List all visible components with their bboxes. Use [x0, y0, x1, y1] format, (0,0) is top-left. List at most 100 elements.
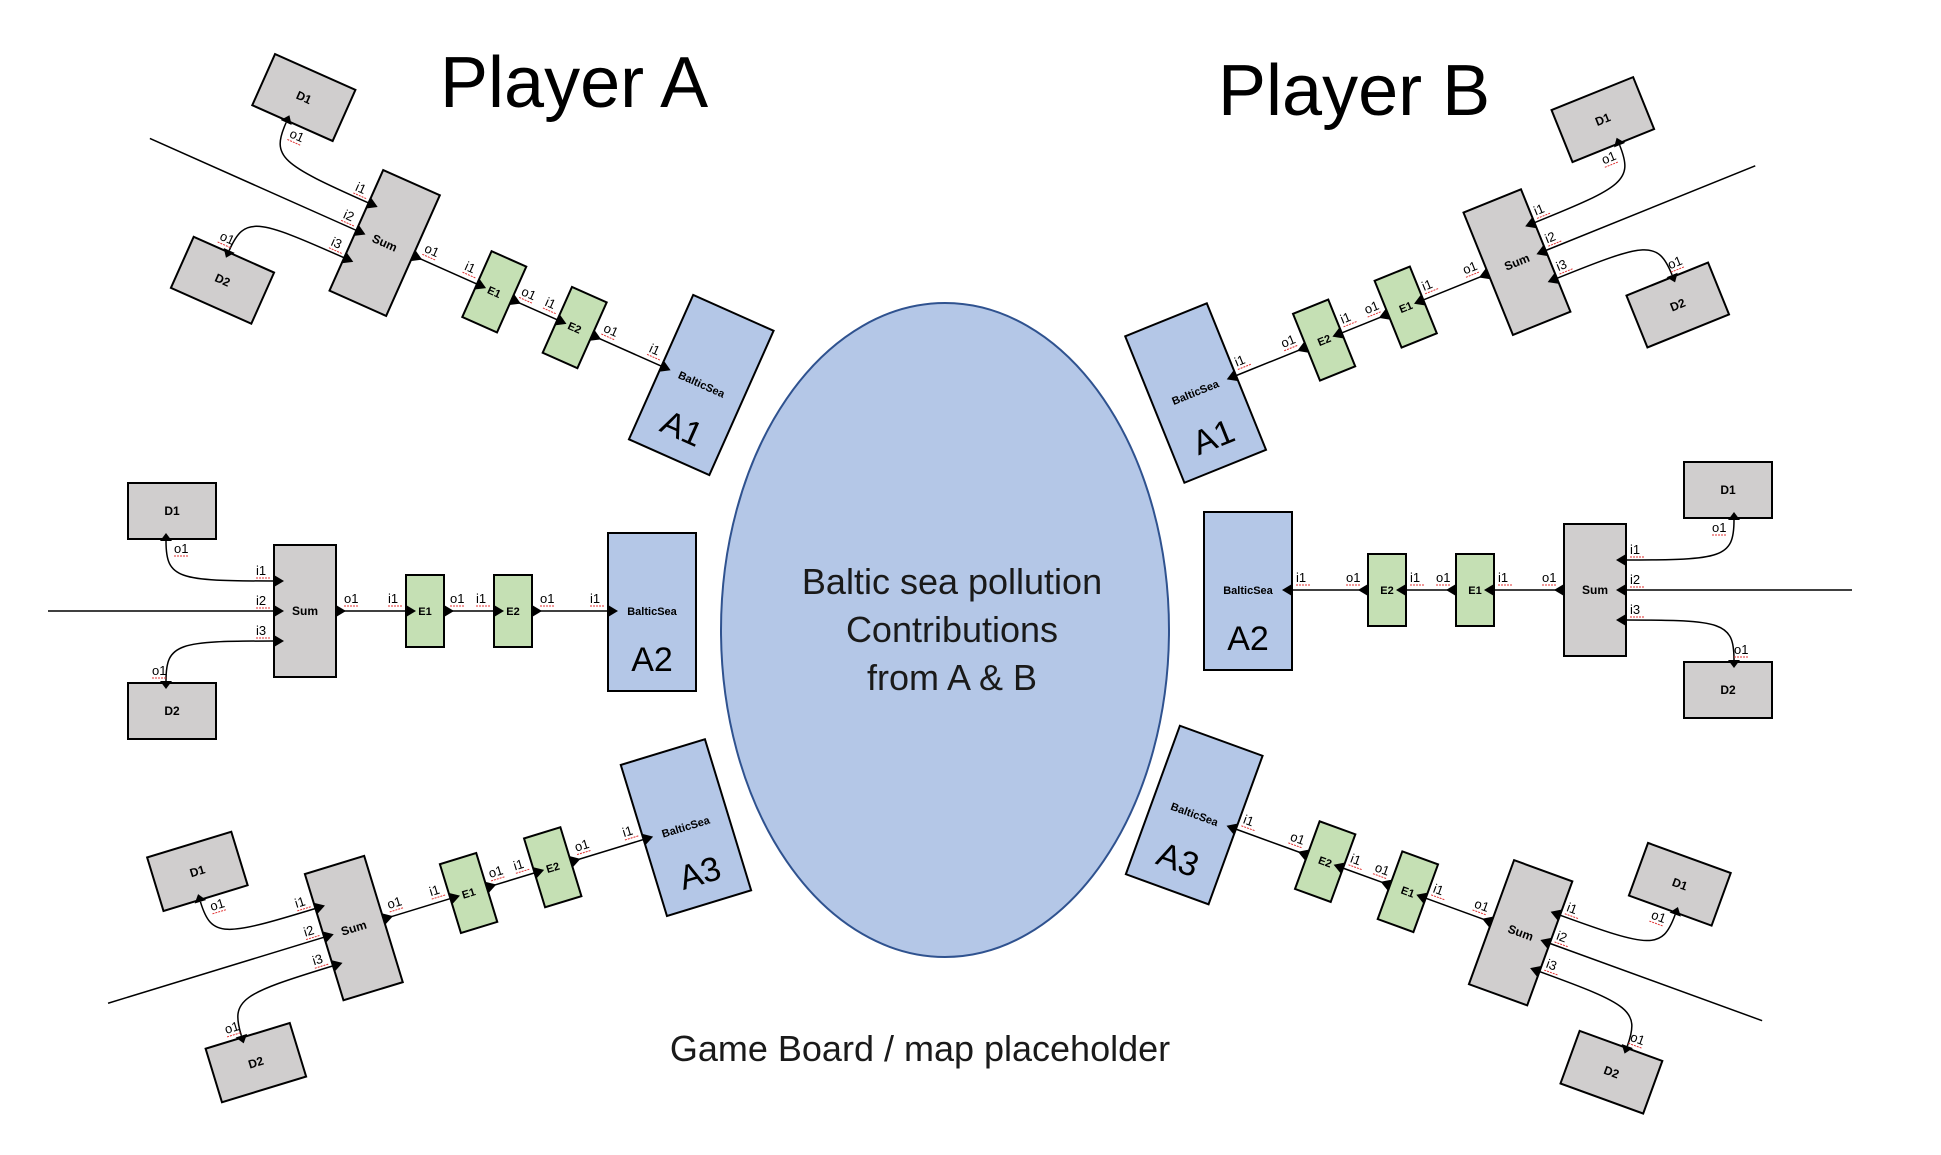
sum-box: Sum — [1462, 188, 1572, 337]
e1-o1-label: o1 — [1373, 860, 1392, 879]
player-b-title: Player B — [1218, 51, 1491, 131]
svg-text:D1: D1 — [1670, 875, 1690, 894]
baltic-sea-ellipse — [720, 302, 1170, 958]
svg-text:D1: D1 — [1593, 110, 1613, 129]
sum-i1-label: i1 — [1630, 542, 1640, 557]
e1-i1-label: i1 — [388, 591, 398, 606]
baltic-i1-label: i1 — [1296, 570, 1306, 585]
e1-i1-label: i1 — [1431, 881, 1446, 899]
baltic-i1-label: i1 — [621, 823, 635, 840]
footer-caption: Game Board / map placeholder — [669, 1028, 1171, 1069]
svg-text:E2: E2 — [1316, 333, 1333, 349]
svg-text:D2: D2 — [246, 1054, 265, 1072]
sum-i2-label: i2 — [256, 593, 266, 608]
svg-text:E1: E1 — [485, 284, 502, 300]
svg-text:E2: E2 — [1380, 585, 1393, 597]
player-b-chain-a2: D1D2o1o1Sumi1i2i3o1E1i1o1E2i1o1BalticSea… — [1203, 461, 1852, 719]
d1-connector — [199, 901, 316, 931]
svg-text:E2: E2 — [1316, 855, 1333, 871]
d1-box: D1 — [1627, 841, 1733, 927]
sum-i2-label: i2 — [341, 207, 356, 225]
d1-o1-label: o1 — [174, 541, 188, 556]
e2-box: E2 — [1291, 298, 1357, 382]
d1-o1-label: o1 — [208, 895, 226, 914]
svg-text:E2: E2 — [545, 861, 561, 876]
sum-i1-label: i1 — [353, 179, 368, 197]
sum-i1-label: i1 — [293, 894, 307, 911]
svg-text:D2: D2 — [1720, 683, 1736, 697]
sum-box: Sum — [1467, 858, 1574, 1007]
baltic-i1-label: i1 — [1241, 812, 1256, 830]
sum-i1-label: i1 — [1565, 900, 1580, 918]
svg-text:D2: D2 — [164, 704, 180, 718]
d2-box: D2 — [1625, 261, 1731, 349]
center-label: Baltic sea pollution Contributions from … — [722, 558, 1182, 702]
d2-box: D2 — [127, 682, 217, 740]
e2-i1-label: i1 — [476, 591, 486, 606]
sum-i2-label: i2 — [1630, 572, 1640, 587]
sum-i2-label: i2 — [302, 922, 316, 939]
baltic-i1-label: i1 — [647, 341, 662, 359]
sum-o1-label: o1 — [1460, 258, 1479, 277]
svg-text:D1: D1 — [294, 88, 314, 107]
e2-o1-label: o1 — [1279, 331, 1298, 350]
input-line — [107, 936, 325, 1004]
d2-box: D2 — [204, 1021, 308, 1104]
d1-box: D1 — [1683, 461, 1773, 519]
d1-box: D1 — [250, 52, 357, 143]
d1-connector — [279, 122, 369, 204]
e2-o1-label: o1 — [1288, 829, 1307, 848]
svg-text:D2: D2 — [1668, 296, 1688, 315]
sum-box: Sum — [328, 168, 442, 318]
d2-box: D2 — [169, 235, 276, 326]
sum-o1-label: o1 — [344, 591, 358, 606]
d1-o1-label: o1 — [287, 126, 306, 146]
d2-connector — [228, 225, 345, 259]
sum-box: Sum — [303, 854, 405, 1002]
input-line — [1545, 165, 1756, 252]
player-a-title: Player A — [440, 43, 709, 123]
d1-connector — [165, 540, 275, 582]
svg-text:D1: D1 — [188, 862, 207, 880]
center-line-2: Contributions — [845, 609, 1059, 650]
d2-connector — [1539, 970, 1633, 1047]
center-line-1: Baltic sea pollution — [801, 561, 1103, 602]
player-b-chain-a1: D1D2o1o1Sumi1i2i3o1E1i1o1E2i1o1BalticSea… — [1123, 75, 1756, 485]
sum-i2-label: i2 — [1555, 928, 1570, 946]
d1-box: D1 — [127, 482, 217, 540]
svg-text:E2: E2 — [566, 320, 583, 336]
input-line — [149, 137, 357, 232]
e2-i1-label: i1 — [1348, 851, 1363, 869]
d2-box: D2 — [1559, 1029, 1664, 1115]
e2-i1-label: i1 — [543, 294, 558, 312]
baltic-i1-label: i1 — [590, 591, 600, 606]
e1-i1-label: i1 — [427, 882, 441, 899]
d2-o1-label: o1 — [1734, 642, 1748, 657]
sum-i3-label: i3 — [1630, 602, 1640, 617]
d2-connector — [1556, 249, 1673, 280]
sum-o1-label: o1 — [1542, 570, 1556, 585]
e1-i1-label: i1 — [463, 258, 478, 276]
sum-o1-label: o1 — [1473, 896, 1492, 915]
d1-box: D1 — [145, 830, 249, 913]
e1-o1-label: o1 — [487, 862, 505, 881]
sum-o1-label: o1 — [385, 893, 403, 912]
e2-o1-label: o1 — [540, 591, 554, 606]
sum-box: Sum — [1563, 523, 1627, 657]
d2-box: D2 — [1683, 661, 1773, 719]
e1-box: E1 — [460, 249, 528, 334]
sum-i3-label: i3 — [1544, 956, 1559, 974]
e2-o1-label: o1 — [573, 836, 591, 855]
d2-o1-label: o1 — [223, 1018, 241, 1037]
svg-text:E1: E1 — [1398, 300, 1415, 316]
e2-i1-label: i1 — [512, 856, 526, 873]
d2-connector — [237, 965, 334, 1036]
